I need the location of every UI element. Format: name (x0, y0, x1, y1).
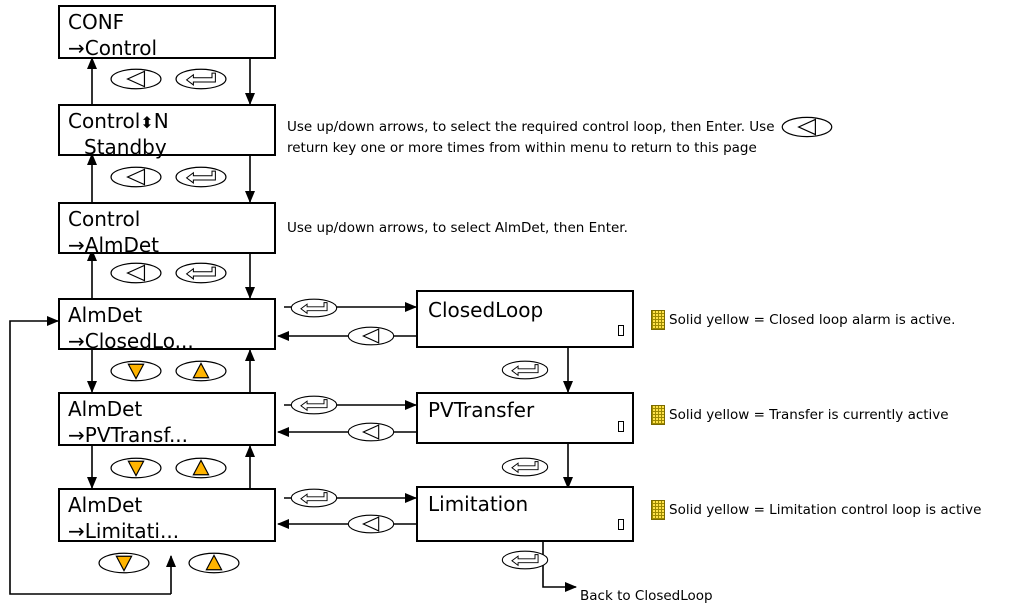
screen-almdet-closedloop: AlmDet →ClosedLo... (58, 298, 276, 353)
screen-line-2: →Limitati... (68, 519, 180, 543)
note-text-1: Use up/down arrows, to select the requir… (287, 119, 775, 135)
enter-key-icon[interactable] (290, 395, 338, 415)
screen-limitation: Limitation (416, 486, 634, 542)
cursor-block-icon (618, 325, 624, 336)
cursor-block-icon (618, 421, 624, 432)
screen-control-select: Control⬍N Standby (58, 104, 276, 159)
keys-row-5 (110, 457, 227, 479)
note-closedloop-status: Solid yellow = Closed loop alarm is acti… (651, 310, 955, 330)
screen-line-2: →AlmDet (68, 233, 160, 257)
back-key-icon[interactable] (110, 166, 162, 188)
note-select-almdet: Use up/down arrows, to select AlmDet, th… (287, 220, 628, 236)
screen-closedloop: ClosedLoop (416, 290, 634, 348)
screen-almdet-limitation: AlmDet →Limitati... (58, 488, 276, 542)
keys-row-2 (110, 166, 227, 188)
note-line-1: Use up/down arrows, to select the requir… (287, 116, 835, 138)
screen-line-1: AlmDet (68, 493, 143, 517)
keys-row-4 (110, 360, 227, 382)
enter-key-icon[interactable] (501, 457, 549, 477)
screen-line-2: Standby (84, 135, 167, 159)
enter-key-icon[interactable] (501, 550, 549, 570)
back-key-icon[interactable] (347, 422, 395, 442)
screen-almdet-pvtransfer: AlmDet →PVTransf... (58, 392, 276, 446)
screen-title: Control (68, 109, 141, 133)
back-key-icon (781, 116, 833, 138)
loop-number: N (153, 109, 169, 133)
back-to-closedloop-label: Back to ClosedLoop (580, 588, 713, 604)
up-down-arrows-icon: ⬍ (140, 113, 154, 132)
down-key-icon[interactable] (110, 360, 162, 382)
screen-title: ClosedLoop (428, 298, 544, 322)
screen-line-1: CONF (68, 10, 125, 34)
screen-line-1: AlmDet (68, 303, 143, 327)
enter-key-icon[interactable] (501, 360, 549, 380)
note-text-2: return key one or more times from within… (287, 140, 757, 156)
note-text: Solid yellow = Closed loop alarm is acti… (669, 312, 956, 328)
down-key-icon[interactable] (110, 457, 162, 479)
screen-line-2: →Control (68, 36, 158, 60)
screen-conf: CONF →Control (58, 5, 276, 59)
alarm-indicator-icon (651, 500, 665, 520)
note-select-loop: Use up/down arrows, to select the requir… (287, 116, 835, 158)
screen-line-1: Control⬍N (68, 110, 169, 134)
horizontal-connectors (277, 302, 577, 592)
screen-control: Control →AlmDet (58, 202, 276, 257)
screen-title: PVTransfer (428, 398, 535, 422)
note-text: Solid yellow = Transfer is currently act… (669, 407, 949, 423)
up-key-icon[interactable] (175, 360, 227, 382)
keys-row-6 (98, 552, 240, 574)
screen-line-2: →PVTransf... (68, 423, 189, 447)
alarm-indicator-icon (651, 405, 665, 425)
note-limitation-status: Solid yellow = Limitation control loop i… (651, 500, 981, 520)
vertical-connectors (9, 57, 255, 595)
back-key-icon[interactable] (110, 262, 162, 284)
note-text: Solid yellow = Limitation control loop i… (669, 502, 982, 518)
screen-title: Limitation (428, 492, 529, 516)
screen-line-2: →ClosedLo... (68, 329, 194, 353)
alarm-indicator-icon (651, 310, 665, 330)
back-key-icon[interactable] (110, 68, 162, 90)
enter-key-icon[interactable] (290, 488, 338, 508)
screen-line-1: Control (68, 207, 141, 231)
back-key-icon[interactable] (347, 326, 395, 346)
down-key-icon[interactable] (98, 552, 150, 574)
enter-key-icon[interactable] (175, 262, 227, 284)
up-key-icon[interactable] (188, 552, 240, 574)
back-key-icon[interactable] (347, 514, 395, 534)
enter-key-icon[interactable] (175, 166, 227, 188)
keys-row-3 (110, 262, 227, 284)
note-transfer-status: Solid yellow = Transfer is currently act… (651, 405, 949, 425)
keys-row-1 (110, 68, 227, 90)
screen-pvtransfer: PVTransfer (416, 392, 634, 444)
enter-key-icon[interactable] (175, 68, 227, 90)
screen-line-1: AlmDet (68, 397, 143, 421)
enter-key-icon[interactable] (290, 298, 338, 318)
up-key-icon[interactable] (175, 457, 227, 479)
cursor-block-icon (618, 519, 624, 530)
